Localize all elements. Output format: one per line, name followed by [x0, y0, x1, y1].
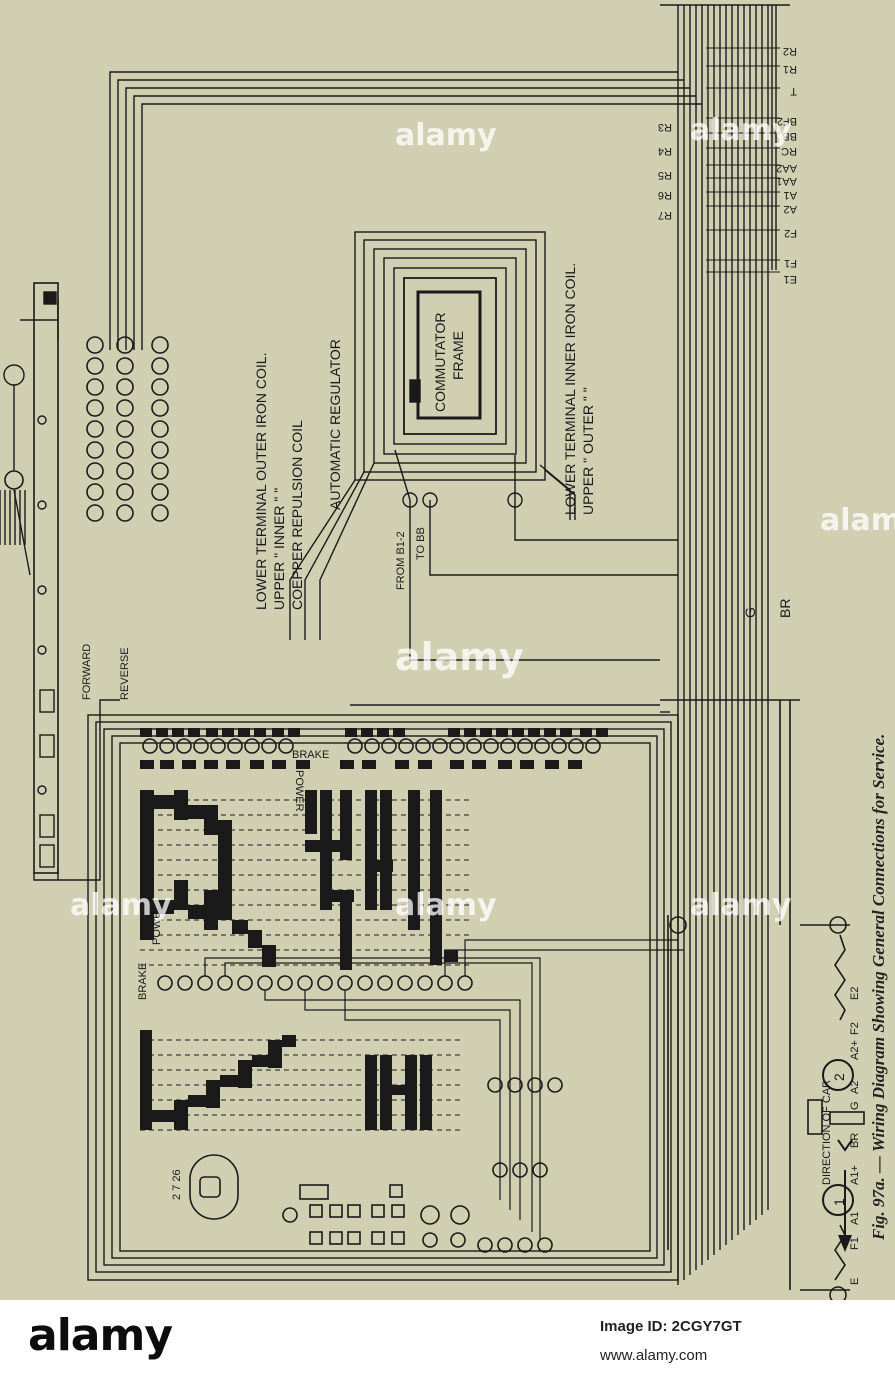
alamy-logo: alamy — [28, 1310, 173, 1361]
motor-label-g: G — [849, 1101, 861, 1110]
automatic-regulator-label: AUTOMATIC REGULATOR — [327, 339, 343, 510]
image-id: Image ID: 2CGY7GT — [600, 1318, 742, 1335]
cutout-board — [0, 282, 120, 881]
from-b1-2-label: FROM B1-2 — [395, 531, 407, 590]
side-label: R5 — [658, 169, 672, 181]
bus-label: T — [790, 85, 797, 97]
bus-label: R1 — [783, 63, 797, 75]
terminal-rows — [86, 336, 169, 522]
motor-label-a2-plus: A2+ — [849, 1040, 861, 1060]
brake-label: BRAKE — [292, 749, 329, 761]
frame-label: FRAME — [450, 331, 466, 380]
wiring-diagram: LOWER TERMINAL OUTER IRON COIL. UPPER " … — [0, 4, 895, 1300]
power-left-label: POWER — [151, 903, 163, 945]
motors-and-ground — [660, 699, 865, 1300]
bus-label: F2 — [784, 227, 797, 239]
direction-arrow — [837, 1139, 853, 1252]
motor-label-f2: F2 — [849, 1022, 861, 1035]
site-url: www.alamy.com — [600, 1347, 708, 1364]
to-bb-label: TO BB — [415, 527, 427, 560]
commutator-label: COMMUTATOR — [432, 312, 448, 412]
g-label: G — [742, 607, 758, 618]
main-bus-bundle — [660, 4, 790, 1285]
motor-label-a1: A1 — [849, 1212, 861, 1225]
watermark-mid-center: alamy — [395, 888, 497, 923]
motor-label-e: E — [849, 1278, 861, 1285]
bus-leaders — [706, 47, 780, 273]
bus-label: RC — [781, 145, 797, 157]
bus-label: E1 — [784, 273, 797, 285]
bus-label: A2 — [784, 203, 797, 215]
watermark-right-edge: alamy — [820, 503, 895, 538]
motor-label-a1-plus: A1+ — [849, 1165, 861, 1185]
top-wire-runs — [109, 71, 702, 350]
upper-finger-row-2 — [140, 760, 582, 769]
figure-caption: Fig. 97a. — Wiring Diagram Showing Gener… — [869, 734, 888, 1241]
bus-label: BF2 — [777, 115, 797, 127]
reverse-label: REVERSE — [119, 647, 131, 700]
bus-label: AA1 — [776, 175, 797, 187]
brake-left-label: BRAKE — [137, 963, 149, 1000]
upper-terminal-row — [142, 738, 601, 754]
motor-label-e2: E2 — [849, 987, 861, 1000]
br-label: BR — [777, 599, 793, 618]
motor-label-br: BR — [849, 1133, 861, 1148]
bus-label: R2 — [783, 45, 797, 57]
side-label: R3 — [658, 121, 672, 133]
automatic-regulator — [289, 231, 678, 661]
power-drum — [140, 790, 470, 970]
bottom-terminals — [189, 1077, 563, 1253]
copper-repulsion-label: COEPPER REPULSION COIL — [289, 420, 305, 610]
lower-terminal-inner-label: LOWER TERMINAL INNER IRON COIL. — [562, 263, 578, 515]
direction-label: DIRECTION OF CAR — [821, 1080, 833, 1185]
side-label-list: R3 R4 R5 R6 R7 — [658, 121, 672, 221]
bus-label: A1 — [784, 189, 797, 201]
side-label: R4 — [658, 145, 672, 157]
motor-label-a2: A2 — [849, 1081, 861, 1094]
watermark-mid-left: alamy — [70, 888, 172, 923]
middle-wire-runs — [204, 939, 684, 1240]
forward-label: FORWARD — [81, 644, 93, 700]
upper-finger-row — [140, 728, 608, 737]
side-label: R6 — [658, 189, 672, 201]
motor-number-2: 2 — [831, 1073, 847, 1081]
bus-label: F1 — [784, 257, 797, 269]
resistance-code-label: 2 7 26 — [171, 1169, 183, 1200]
watermark-center: alamy — [395, 635, 524, 679]
lower-terminal-outer-label: LOWER TERMINAL OUTER IRON COIL. — [253, 353, 269, 610]
bus-label: BB — [782, 130, 797, 142]
brake-drum — [140, 1030, 460, 1131]
upper-inner-label: UPPER " INNER " " — [271, 488, 287, 610]
motor-label-f1: F1 — [849, 1237, 861, 1250]
upper-outer-label: UPPER " OUTER " " — [580, 387, 596, 515]
watermark-mid-right: alamy — [690, 888, 792, 923]
motor-label-list: E F1 A1 1 A1+ BR G A2 2 A2+ F2 E2 — [831, 987, 861, 1285]
motor-number-1: 1 — [831, 1198, 847, 1206]
bus-label-list: R2 R1 T BF2 BB RC AA2 AA1 A1 A2 F2 F1 E1 — [776, 45, 797, 285]
side-label: R7 — [658, 209, 672, 221]
diagram-plate: LOWER TERMINAL OUTER IRON COIL. UPPER " … — [0, 4, 895, 1300]
power-top-label: POWER — [293, 770, 305, 812]
middle-terminal-row — [157, 975, 473, 991]
watermark-top-right: alamy — [690, 113, 792, 148]
watermark-top-center: alamy — [395, 118, 497, 153]
bus-label: AA2 — [776, 162, 797, 174]
footer-bar: alamy Image ID: 2CGY7GT www.alamy.com — [0, 1300, 895, 1390]
